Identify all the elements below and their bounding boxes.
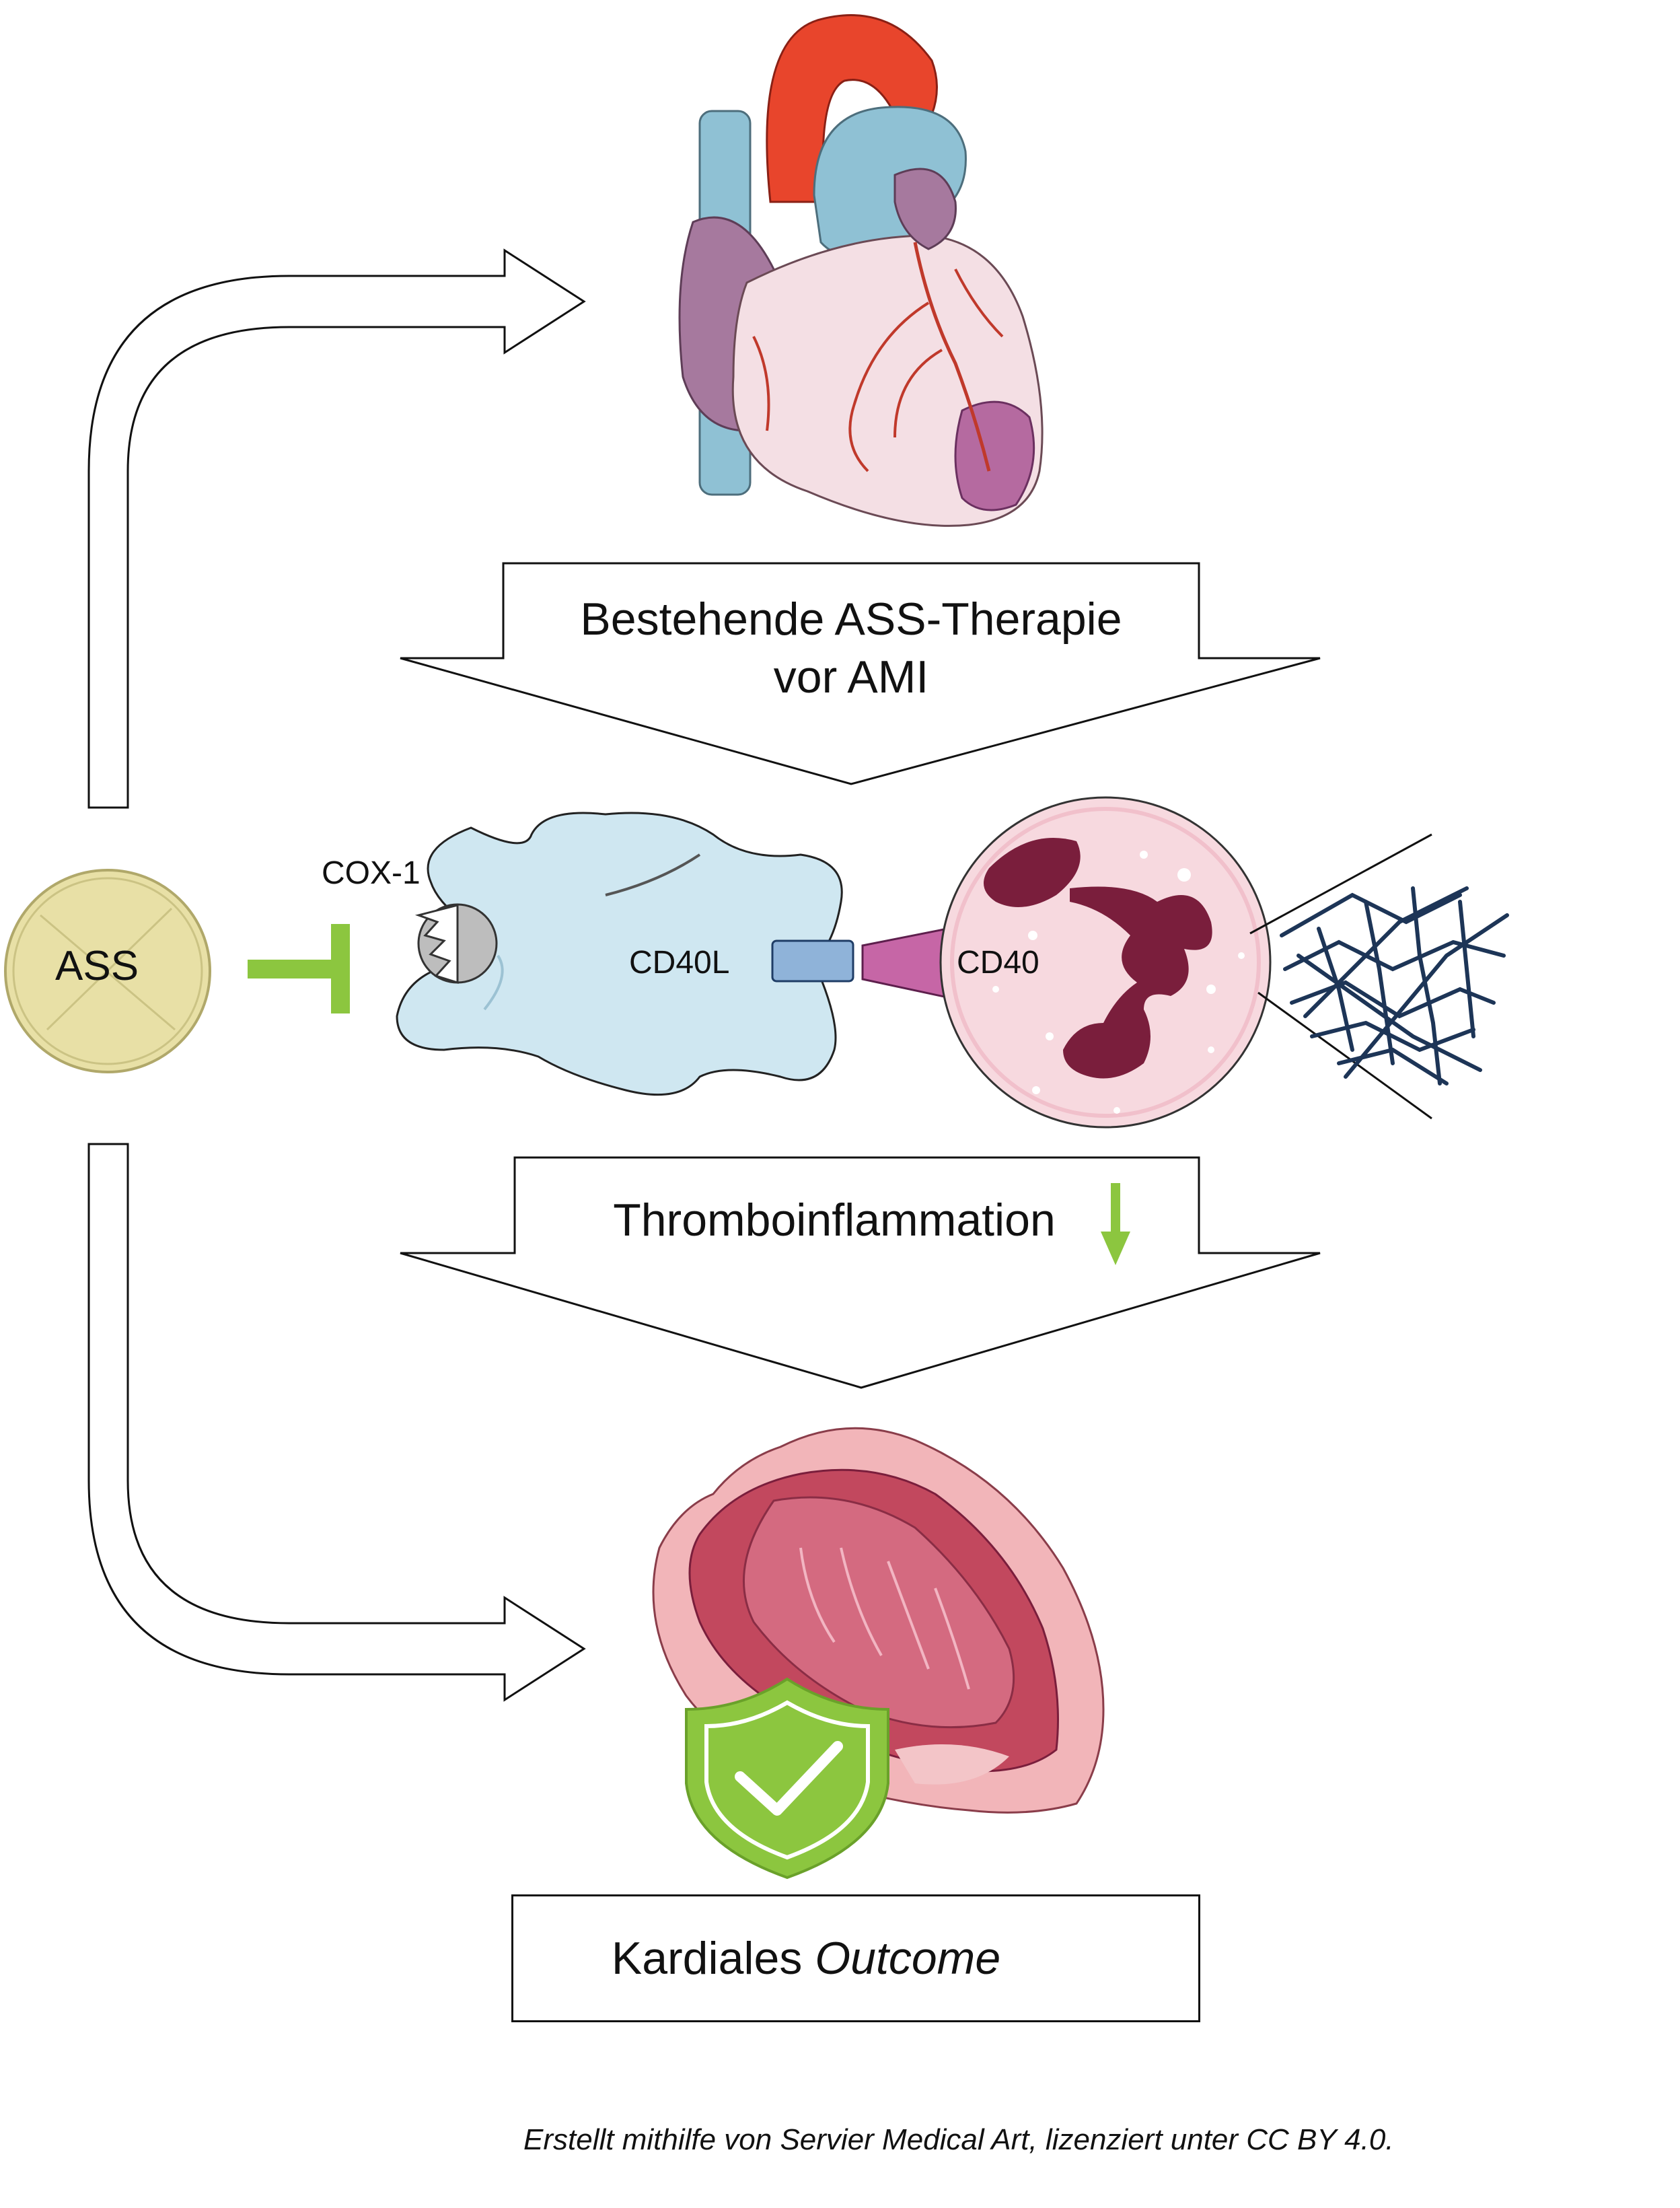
cd40-label: CD40 bbox=[957, 945, 1039, 981]
inhibition-symbol bbox=[248, 924, 350, 1013]
cd40-receptor bbox=[861, 927, 949, 999]
outcome-italic: Outcome bbox=[815, 1933, 1001, 1984]
net-fibers bbox=[1280, 886, 1509, 1085]
curved-arrow-to-outcome bbox=[87, 1143, 586, 1702]
cd40l-label: CD40L bbox=[629, 945, 730, 981]
banner-arrow-thromboinflammation bbox=[400, 1156, 1321, 1389]
banner-thromboinflammation-label: Thromboinflammation bbox=[613, 1195, 1056, 1246]
platelet-cell bbox=[396, 812, 843, 1096]
heart-illustration bbox=[678, 14, 1044, 527]
down-arrow-green-icon bbox=[1101, 1183, 1130, 1265]
banner-arrow-ass-therapy bbox=[400, 562, 1321, 785]
cd40l-receptor bbox=[771, 939, 854, 983]
banner-ass-therapy-line1: Bestehende ASS-Therapie bbox=[580, 594, 1122, 645]
zoom-line-top bbox=[1249, 833, 1432, 935]
cardiac-outcome-box: Kardiales Outcome bbox=[511, 1894, 1200, 2022]
ass-tablet bbox=[4, 869, 211, 1073]
cox1-label: COX-1 bbox=[322, 855, 421, 891]
neutrophil-cell bbox=[939, 796, 1272, 1129]
credit-line: Erstellt mithilfe von Servier Medical Ar… bbox=[523, 2123, 1394, 2156]
protection-shield-icon bbox=[685, 1677, 889, 1880]
zoom-line-bottom bbox=[1257, 991, 1432, 1120]
ass-label: ASS bbox=[55, 943, 139, 989]
curved-arrow-to-heart bbox=[87, 248, 586, 809]
cox1-enzyme bbox=[414, 903, 498, 985]
banner-ass-therapy-line2: vor AMI bbox=[773, 651, 929, 703]
outcome-word: Kardiales bbox=[611, 1933, 803, 1984]
cardiac-outcome-label: Kardiales Outcome bbox=[513, 1896, 1099, 2020]
